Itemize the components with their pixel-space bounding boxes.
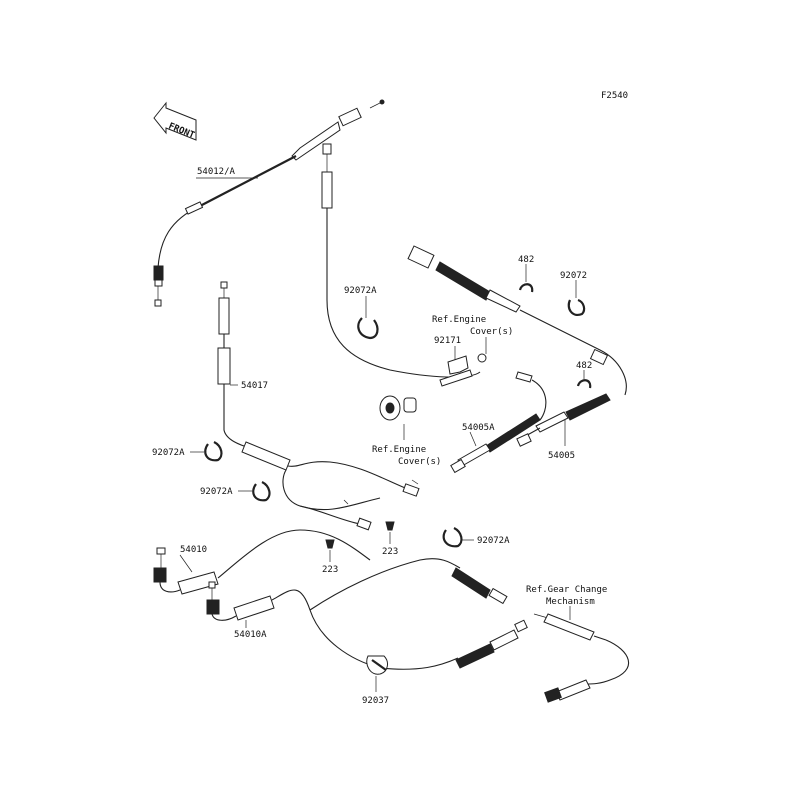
ref-engine-cover-bottom: Ref.Engine Cover(s) [372, 395, 441, 467]
ref-gear-change-line1: Ref.Gear Change [526, 585, 607, 595]
fitting-223-right: 223 [382, 521, 398, 557]
bracket-92171: 92171 [434, 336, 487, 387]
label-92072: 92072 [560, 271, 587, 281]
clamp-92072: 92072 [560, 271, 587, 316]
label-482-top: 482 [518, 255, 534, 265]
label-482-mid: 482 [576, 361, 592, 371]
label-92072a-right: 92072A [477, 536, 510, 546]
clamp-92072a-left: 92072A [152, 441, 223, 462]
label-54005: 54005 [548, 451, 575, 461]
label-92171: 92171 [434, 336, 461, 346]
ref-engine-cover-top-line1: Ref.Engine [432, 315, 486, 325]
label-92072a-top: 92072A [344, 286, 377, 296]
front-arrow-icon: FRONT [153, 101, 197, 141]
label-54005a: 54005A [462, 423, 495, 433]
label-54010: 54010 [180, 545, 207, 555]
clamp-92072a-mid: 92072A [200, 481, 271, 502]
ref-gear-change-line2: Mechanism [546, 597, 595, 607]
label-92072a-mid: 92072A [200, 487, 233, 497]
label-54012a: 54012/A [197, 167, 236, 177]
label-92072a-left: 92072A [152, 448, 185, 458]
label-223-left: 223 [322, 565, 338, 575]
clip-482-top: 482 [518, 255, 534, 293]
cable-54017: 54017 [217, 281, 420, 531]
figure-code: F2540 [601, 91, 628, 101]
label-92037: 92037 [362, 696, 389, 706]
clip-482-mid: 482 [576, 361, 592, 389]
label-223-right: 223 [382, 547, 398, 557]
clamp-92072a-top: 92072A [344, 286, 379, 340]
fitting-223-left: 223 [322, 539, 338, 575]
gear-change-rod: Ref.Gear Change Mechanism [526, 585, 630, 703]
clamp-92072a-right: 92072A [442, 527, 510, 548]
ref-engine-cover-top-line2: Cover(s) [470, 327, 513, 337]
cable-54012a: 54012/A [153, 99, 385, 307]
label-54010a: 54010A [234, 630, 267, 640]
ref-engine-cover-bottom-line1: Ref.Engine [372, 445, 426, 455]
ref-engine-cover-top: Ref.Engine Cover(s) [432, 315, 513, 354]
cable-54010a: 54010A [206, 581, 381, 669]
ref-engine-cover-bottom-line2: Cover(s) [398, 457, 441, 467]
clip-92037: 92037 [362, 655, 389, 706]
cable-gear-change [309, 558, 528, 670]
label-54017: 54017 [241, 381, 268, 391]
cable-54005: 54005 [407, 245, 627, 461]
cable-54005a: 54005A [450, 371, 547, 474]
cable-54010: 54010 [153, 529, 371, 595]
